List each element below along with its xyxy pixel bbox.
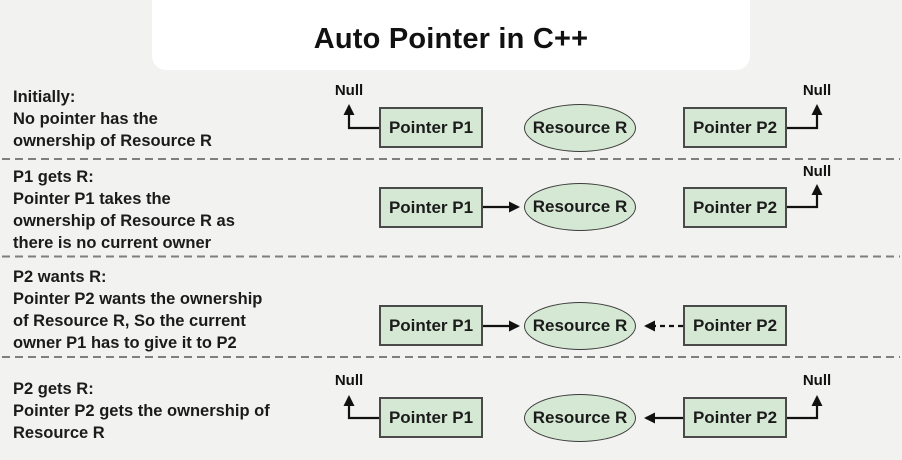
row3-line: Pointer P2 wants the ownership	[13, 290, 263, 308]
row4-line: Pointer P2 gets the ownership of	[13, 402, 270, 420]
row2-p2-null-arrow	[787, 184, 823, 209]
row4-p2-null-label: Null	[802, 372, 832, 389]
row1-resource-node: Resource R	[524, 104, 636, 152]
row2-resource-node: Resource R	[524, 183, 636, 231]
row1-p2-null-arrow	[787, 104, 823, 130]
row1-p1-null-arrow	[343, 104, 379, 130]
row1-p1-null-label: Null	[334, 82, 364, 99]
row3-resource-node: Resource R	[524, 302, 636, 350]
row4-heading: P2 gets R:	[13, 380, 94, 398]
row4-line: Resource R	[13, 424, 105, 442]
page-title: Auto Pointer in C++	[313, 23, 589, 55]
title-card: Auto Pointer in C++	[152, 0, 750, 70]
row1-line: ownership of Resource R	[13, 132, 212, 150]
row4-p1-null-label: Null	[334, 372, 364, 389]
row2-pointer-p2-node: Pointer P2	[683, 187, 787, 228]
row2-line: Pointer P1 takes the	[13, 190, 171, 208]
row4-description: P2 gets R: Pointer P2 gets the ownership…	[13, 378, 343, 444]
row2-line: there is no current owner	[13, 234, 212, 252]
row3-line: owner P1 has to give it to P2	[13, 334, 237, 352]
row4-p1-null-arrow	[343, 395, 379, 420]
row4-pointer-p1-node: Pointer P1	[379, 397, 483, 438]
row3-line: of Resource R, So the current	[13, 312, 246, 330]
row1-heading: Initially:	[13, 88, 76, 106]
row3-pointer-p1-node: Pointer P1	[379, 305, 483, 346]
row4-pointer-p2-node: Pointer P2	[683, 397, 787, 438]
row2-p2-null-label: Null	[802, 163, 832, 180]
row4-resource-node: Resource R	[524, 394, 636, 442]
row1-description: Initially: No pointer has the ownership …	[13, 86, 343, 152]
row3-description: P2 wants R: Pointer P2 wants the ownersh…	[13, 266, 343, 354]
row3-heading: P2 wants R:	[13, 268, 107, 286]
row4-p2-null-arrow	[787, 395, 823, 420]
row2-description: P1 gets R: Pointer P1 takes the ownershi…	[13, 166, 343, 254]
row1-pointer-p1-node: Pointer P1	[379, 107, 483, 148]
row2-pointer-p1-node: Pointer P1	[379, 187, 483, 228]
row1-pointer-p2-node: Pointer P2	[683, 107, 787, 148]
row1-p2-null-label: Null	[802, 82, 832, 99]
row2-line: ownership of Resource R as	[13, 212, 235, 230]
row3-pointer-p2-node: Pointer P2	[683, 305, 787, 346]
row2-heading: P1 gets R:	[13, 168, 94, 186]
row1-line: No pointer has the	[13, 110, 158, 128]
